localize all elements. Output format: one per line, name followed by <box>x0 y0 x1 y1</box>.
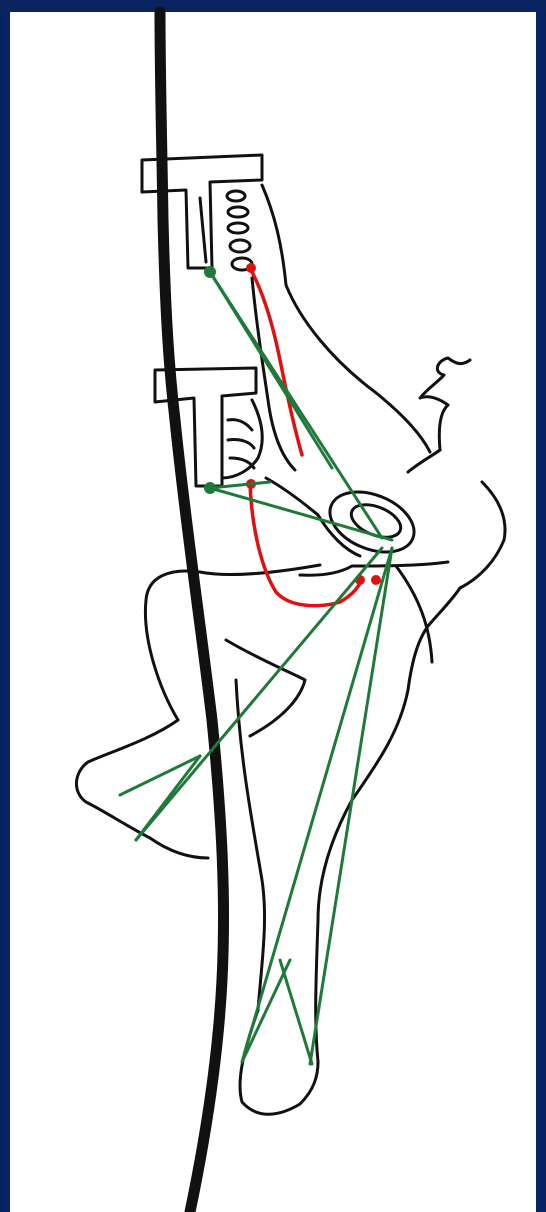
red-attachment-top <box>246 263 256 273</box>
climber-upper-arm <box>252 185 430 470</box>
green-attachment-top <box>204 266 216 278</box>
sling-right-foot-loop-b <box>280 960 312 1064</box>
green-attachment-lower <box>204 482 216 494</box>
sling-left-foot-loop <box>120 756 200 795</box>
grip-finger-2 <box>228 207 248 217</box>
climber-right-leg <box>236 680 408 1114</box>
sling-harness-to-left-foot-a <box>136 548 382 840</box>
sling-left-foot-loop-b <box>136 756 200 840</box>
grip-finger-1 <box>227 191 245 201</box>
grip-finger-4 <box>230 240 250 252</box>
grip-finger-3 <box>228 223 248 233</box>
sling-harness-to-right-foot-b <box>310 548 392 1064</box>
red-attachment-harness-right <box>371 575 381 585</box>
